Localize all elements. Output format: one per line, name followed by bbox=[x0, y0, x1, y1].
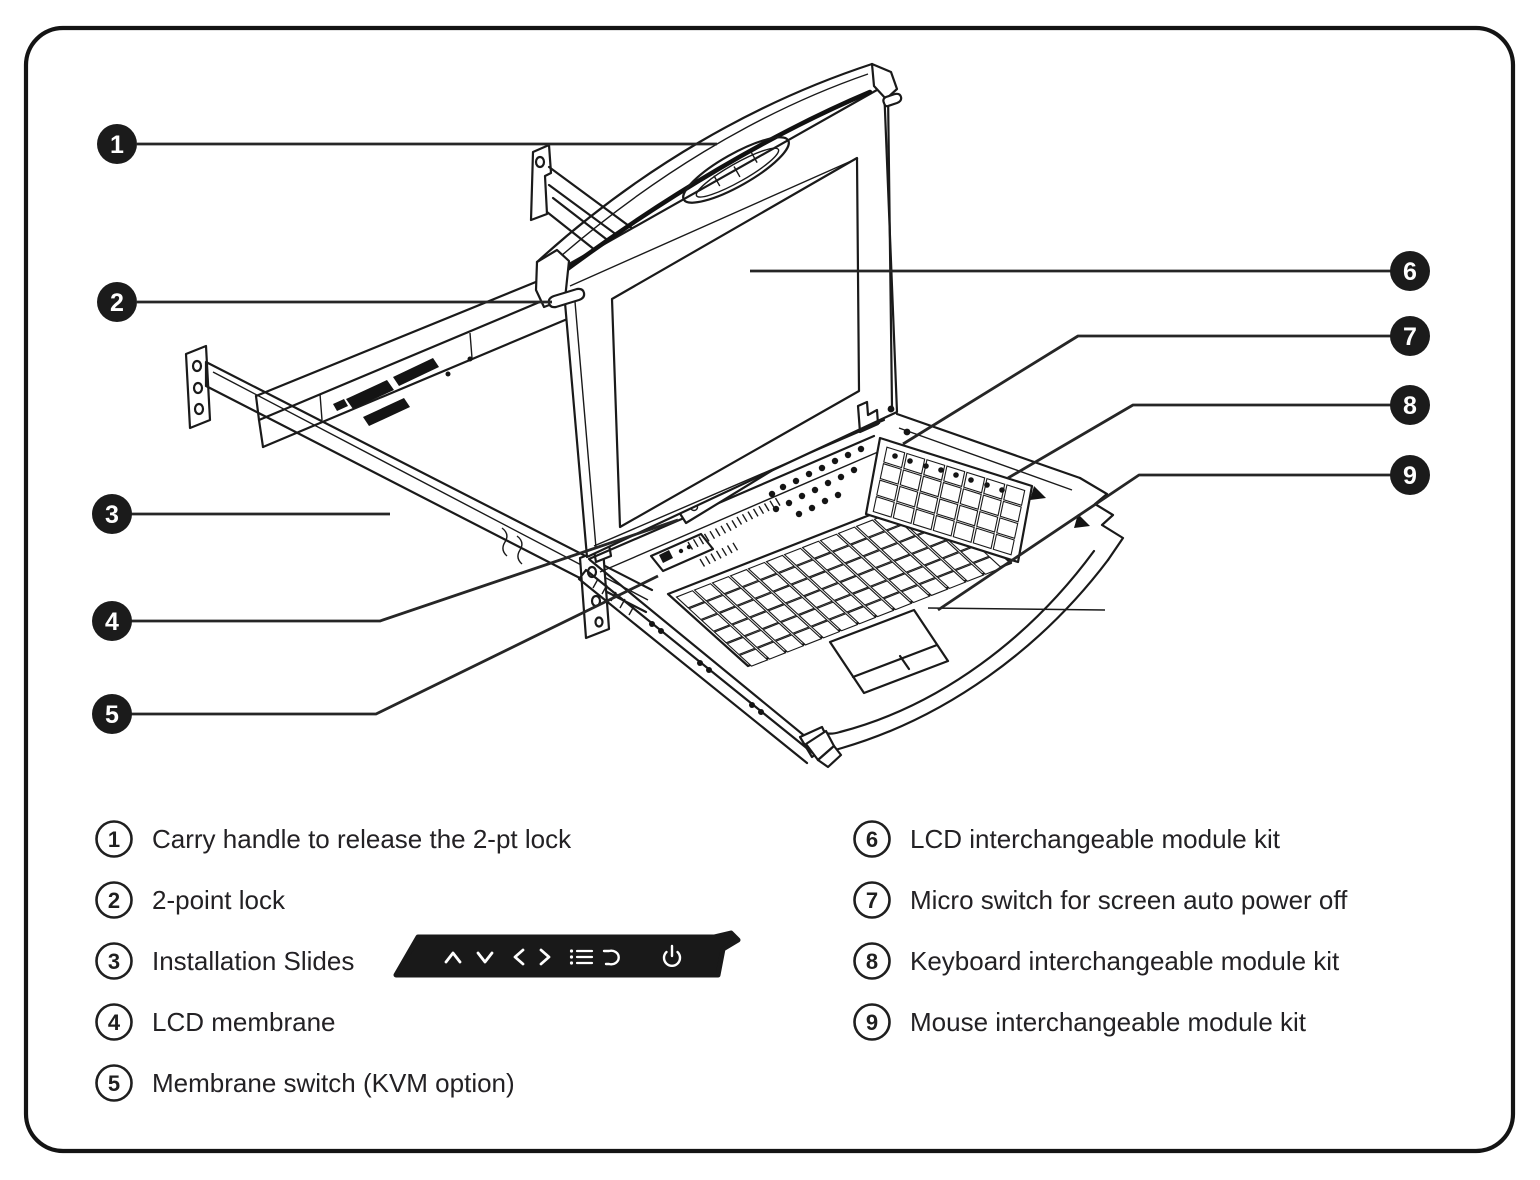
svg-text:7: 7 bbox=[866, 888, 878, 913]
callout-4: 4 bbox=[92, 601, 132, 641]
handle-cutout bbox=[682, 136, 790, 204]
legend-item-2: 2 2-point lock bbox=[95, 881, 286, 919]
lcd-screen bbox=[610, 156, 861, 529]
installation-slides-membrane-image bbox=[393, 930, 741, 978]
two-point-lock-pin-right bbox=[882, 92, 903, 108]
connector-block bbox=[363, 398, 410, 426]
svg-text:Mouse interchangeable module k: Mouse interchangeable module kit bbox=[910, 1007, 1307, 1037]
up-icon bbox=[444, 951, 462, 964]
callout-9: 9 bbox=[1390, 455, 1430, 495]
callout-7: 7 bbox=[1390, 316, 1430, 356]
connector-block bbox=[393, 358, 439, 386]
svg-text:Keyboard interchangeable modul: Keyboard interchangeable module kit bbox=[910, 946, 1340, 976]
menu-icon bbox=[569, 949, 594, 965]
legend-item-5: 5 Membrane switch (KVM option) bbox=[95, 1064, 515, 1102]
callout-1: 1 bbox=[97, 124, 137, 164]
legend: 1 Carry handle to release the 2-pt lock … bbox=[95, 820, 1348, 1102]
svg-text:9: 9 bbox=[866, 1010, 878, 1035]
svg-text:4: 4 bbox=[108, 1010, 121, 1035]
keyboard-deck bbox=[577, 412, 1125, 769]
svg-text:4: 4 bbox=[105, 608, 119, 636]
micro-switch bbox=[844, 400, 911, 438]
legend-item-8: 8 Keyboard interchangeable module kit bbox=[853, 942, 1340, 980]
svg-text:Carry handle to release the 2-: Carry handle to release the 2-pt lock bbox=[152, 824, 572, 854]
membrane-switch-panel bbox=[649, 532, 715, 573]
svg-text:Micro switch for screen auto p: Micro switch for screen auto power off bbox=[910, 885, 1348, 915]
svg-text:2: 2 bbox=[108, 888, 120, 913]
svg-text:2-point lock: 2-point lock bbox=[152, 885, 286, 915]
numpad-holes bbox=[892, 453, 1005, 493]
vent-slots bbox=[687, 497, 781, 567]
svg-text:1: 1 bbox=[110, 131, 124, 159]
return-icon bbox=[602, 949, 620, 966]
numpad-module bbox=[866, 438, 1032, 562]
carry-handle bbox=[534, 62, 903, 309]
svg-text:LCD interchangeable module kit: LCD interchangeable module kit bbox=[910, 824, 1281, 854]
speaker-holes bbox=[768, 445, 865, 518]
console-drawing: 1 2 3 4 5 6 7 8 9 bbox=[92, 62, 1430, 769]
callout-5: 5 bbox=[92, 694, 132, 734]
svg-text:9: 9 bbox=[1403, 462, 1417, 490]
right-icon bbox=[539, 948, 551, 966]
legend-item-9: 9 Mouse interchangeable module kit bbox=[853, 1003, 1307, 1041]
svg-text:2: 2 bbox=[110, 289, 124, 317]
svg-text:1: 1 bbox=[108, 827, 120, 852]
callout-bubbles: 1 2 3 4 5 6 7 8 9 bbox=[92, 124, 1430, 734]
legend-item-7: 7 Micro switch for screen auto power off bbox=[853, 881, 1348, 919]
svg-text:8: 8 bbox=[866, 949, 878, 974]
callout-6: 6 bbox=[1390, 251, 1430, 291]
svg-text:5: 5 bbox=[105, 701, 119, 729]
left-icon bbox=[513, 948, 525, 966]
down-icon bbox=[476, 951, 494, 964]
power-icon bbox=[662, 944, 682, 967]
legend-item-3: 3 Installation Slides bbox=[95, 942, 354, 980]
svg-text:LCD membrane: LCD membrane bbox=[152, 1007, 336, 1037]
svg-text:7: 7 bbox=[1403, 323, 1417, 351]
svg-text:6: 6 bbox=[1403, 258, 1417, 286]
svg-text:6: 6 bbox=[866, 827, 878, 852]
touchpad bbox=[828, 608, 950, 695]
svg-text:5: 5 bbox=[108, 1071, 120, 1096]
legend-item-4: 4 LCD membrane bbox=[95, 1003, 336, 1041]
lcd-panel bbox=[560, 84, 911, 559]
svg-text:Installation Slides: Installation Slides bbox=[152, 946, 354, 976]
callout-lines bbox=[131, 142, 1391, 716]
legend-item-6: 6 LCD interchangeable module kit bbox=[853, 820, 1281, 858]
svg-text:3: 3 bbox=[105, 501, 119, 529]
callout-8: 8 bbox=[1390, 385, 1430, 425]
svg-text:3: 3 bbox=[108, 949, 120, 974]
callout-2: 2 bbox=[97, 282, 137, 322]
legend-item-1: 1 Carry handle to release the 2-pt lock bbox=[95, 820, 572, 858]
svg-text:8: 8 bbox=[1403, 392, 1417, 420]
svg-text:Membrane switch (KVM option): Membrane switch (KVM option) bbox=[152, 1068, 515, 1098]
callout-3: 3 bbox=[92, 494, 132, 534]
connector-block bbox=[346, 380, 394, 409]
